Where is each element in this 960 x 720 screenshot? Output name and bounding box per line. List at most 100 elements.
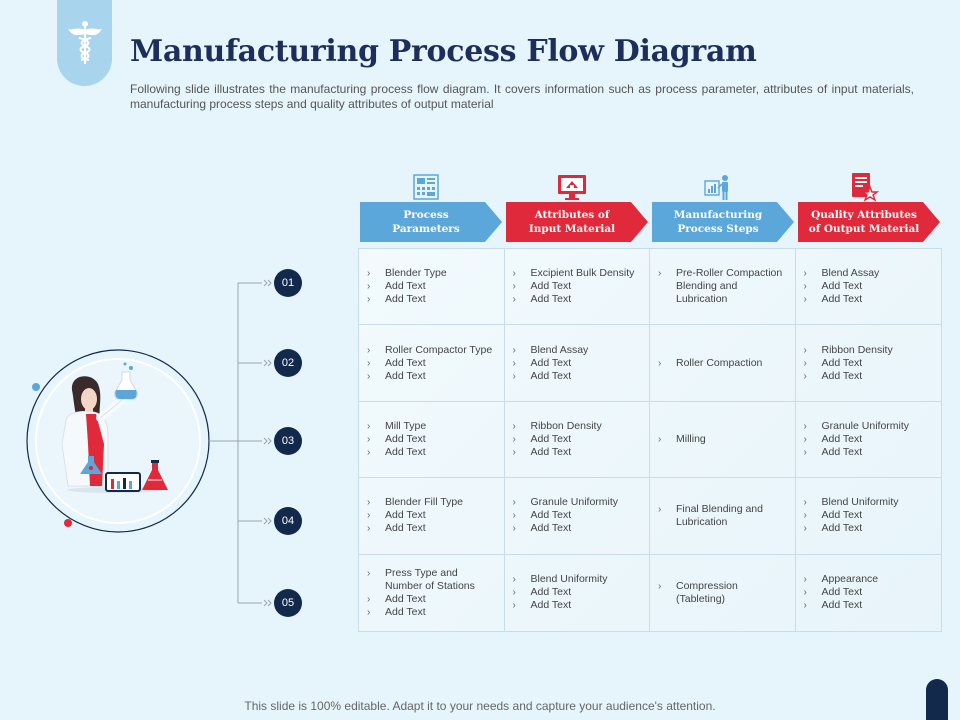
list-item: ›Add Text [804, 280, 936, 293]
chevron-right-icon: › [367, 357, 371, 369]
worker-presentation-icon [703, 172, 733, 202]
corner-tab [926, 679, 948, 720]
chevron-right-icon: › [367, 433, 371, 445]
list-item: ›Milling [658, 433, 789, 446]
list-item: ›Add Text [804, 433, 936, 446]
list-item: ›Roller Compaction [658, 357, 789, 370]
list-item: ›Add Text [367, 446, 498, 459]
chevron-right-icon: › [803, 281, 807, 293]
list-item-label: Add Text [821, 586, 863, 599]
list-item-label: Add Text [385, 509, 426, 522]
chevron-right-icon: › [803, 420, 807, 432]
table-cell: ›Blend Assay›Add Text›Add Text [795, 249, 941, 326]
chevron-right-icon: › [803, 433, 807, 445]
table-cell: ›Press Type and Number of Stations›Add T… [359, 554, 505, 631]
list-item-label: Add Text [530, 445, 572, 458]
page-title: Manufacturing Process Flow Diagram [130, 34, 757, 69]
list-item-label: Mill Type [385, 419, 427, 432]
table-cell: ›Milling [650, 401, 796, 479]
list-item: ›Add Text [367, 433, 498, 446]
list-item: ›Add Text [804, 293, 936, 306]
list-item-label: Add Text [530, 599, 572, 612]
logo-tab [57, 0, 112, 86]
chevron-right-icon: › [367, 268, 371, 280]
list-item: ›Blend Uniformity [804, 496, 936, 509]
chevron-right-icon: › [512, 357, 516, 369]
chevron-right-icon: › [367, 446, 371, 458]
chevron-right-icon: › [803, 523, 807, 535]
list-item-label: Pre-Roller Compaction Blending and Lubri… [676, 267, 783, 306]
column-header-line1: Process [403, 209, 449, 221]
list-item: ›Add Text [367, 280, 498, 293]
chevron-right-icon: › [803, 370, 807, 382]
list-item: ›Add Text [513, 370, 644, 383]
list-item-label: Press Type and Number of Stations [385, 566, 475, 592]
list-item: › Add Text [513, 280, 644, 293]
list-item: ›Blender Fill Type [367, 496, 498, 509]
chevron-right-icon: › [367, 344, 371, 356]
table-cell: ›Roller Compaction [650, 325, 796, 402]
process-table: ›Blender Type›Add Text›Add Text›Excipien… [358, 248, 942, 632]
list-item: ›Add Text [367, 509, 498, 522]
list-item: › Add Text [804, 357, 936, 370]
list-item: ›Add Text [367, 370, 498, 383]
list-item-label: Add Text [821, 509, 863, 522]
list-item: › Add Text [367, 357, 498, 370]
column-header-line2: Parameters [392, 223, 460, 235]
list-item-label: Blend Assay [530, 343, 589, 356]
footer-note: This slide is 100% editable. Adapt it to… [244, 699, 716, 713]
table-cell: ›Blend Uniformity›Add Text›Add Text [505, 554, 650, 631]
list-item-label: Add Text [385, 356, 426, 369]
table-cell: ›Blender Fill Type›Add Text›Add Text [359, 478, 505, 555]
chevron-right-icon: › [512, 497, 516, 509]
list-item-label: Add Text [821, 356, 863, 369]
table-cell: ›Granule Uniformity›Add Text›Add Text [795, 402, 941, 479]
monitor-icon [557, 172, 587, 202]
column-header-line1: Quality Attributes [811, 209, 917, 221]
chevron-right-icon: › [658, 433, 662, 445]
list-item-label: Blend Uniformity [530, 573, 608, 586]
list-item: ›Granule Uniformity [513, 496, 644, 509]
ring-dot-red [64, 519, 72, 527]
list-item: ›Granule Uniformity [804, 420, 936, 433]
chevron-right-icon: › [512, 420, 516, 432]
chevron-right-icon: › [658, 580, 662, 592]
step-number-04: 04 [274, 507, 302, 535]
list-item: › Blender Type [367, 267, 498, 280]
list-item: ›Add Text [513, 293, 644, 306]
list-item: ›Pre-Roller Compaction Blending and Lubr… [658, 267, 789, 306]
illustration-inner-circle [35, 358, 201, 524]
chevron-right-icon: › [803, 357, 807, 369]
chevron-right-icon: › [367, 420, 371, 432]
step-number-03: 03 [274, 427, 302, 455]
list-item: › Add Text [804, 509, 936, 522]
chevron-right-icon: › [512, 281, 516, 293]
list-item: › Ribbon Density [513, 420, 644, 433]
list-item-label: Add Text [530, 509, 572, 522]
step-number-05: 05 [274, 589, 302, 617]
chevron-right-icon: › [803, 294, 807, 306]
chevron-right-icon: › [512, 370, 516, 382]
list-item-label: Add Text [530, 356, 572, 369]
list-item-label: Add Text [530, 280, 572, 293]
step-number-02: 02 [274, 349, 302, 377]
list-item: ›Add Text [804, 586, 936, 599]
table-cell: ›Excipient Bulk Density›Add Text›Add Tex… [504, 249, 650, 326]
list-item-label: Excipient Bulk Density [530, 267, 635, 280]
column-header-line2: of Output Material [808, 223, 920, 235]
chevron-right-icon: › [367, 281, 371, 293]
chevron-right-icon: › [803, 510, 807, 522]
list-item: ›Compression (Tableting) [658, 580, 789, 606]
list-item: ›Press Type and Number of Stations [367, 567, 498, 593]
list-item: › Mill Type [367, 420, 498, 433]
chevron-right-icon: › [512, 574, 516, 586]
list-item-label: Add Text [530, 432, 572, 445]
list-item: ›Add Text [367, 593, 498, 606]
list-item-label: Ribbon Density [530, 419, 602, 432]
list-item-label: Roller Compactor Type [385, 343, 493, 356]
list-item-label: Blender Type [385, 267, 447, 280]
chevron-right-icon: › [803, 600, 807, 612]
list-item: › Roller Compactor Type [367, 344, 498, 357]
